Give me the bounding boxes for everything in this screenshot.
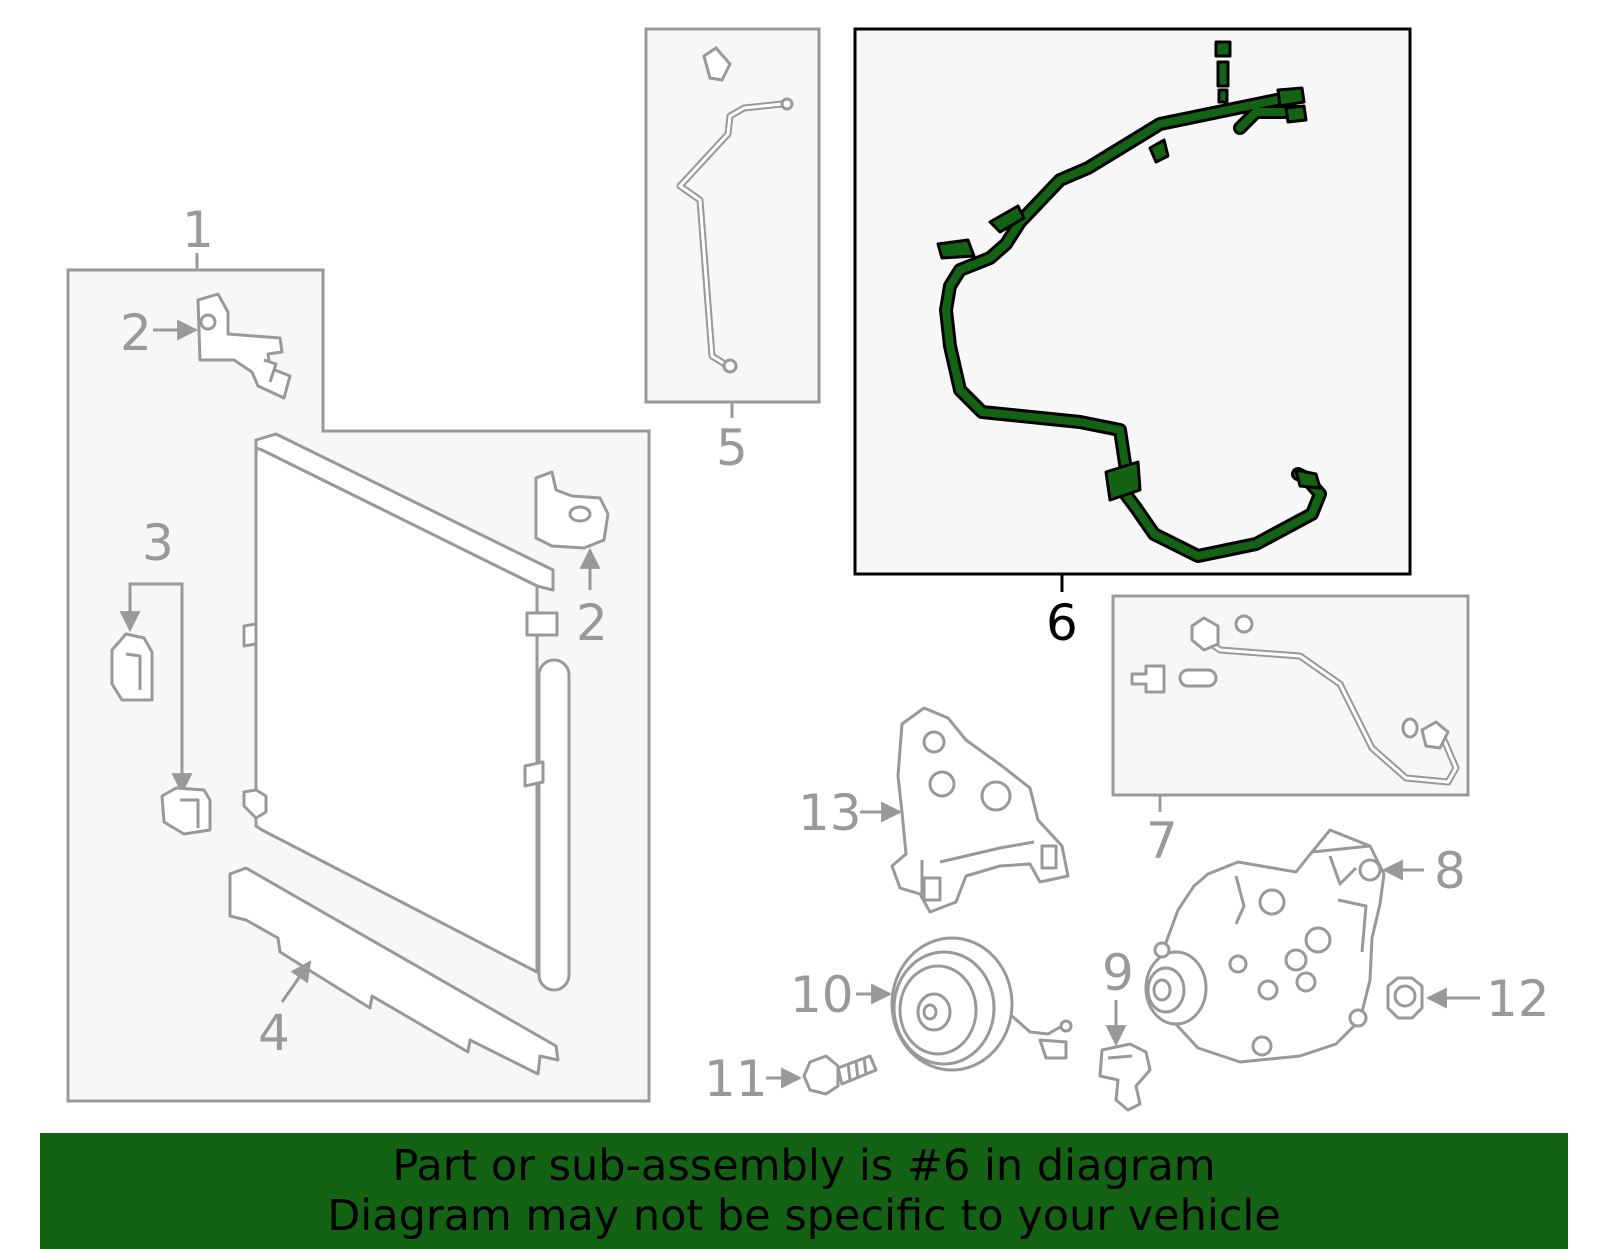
upper-bracket <box>196 292 292 400</box>
compressor-bracket-13 <box>890 706 1070 914</box>
callout-2-right: 2 <box>576 594 608 652</box>
pipe-7-box <box>1111 594 1470 797</box>
callout-7: 7 <box>1146 812 1178 870</box>
nut-12 <box>1386 976 1424 1020</box>
callout-3: 3 <box>142 514 174 572</box>
clutch-10 <box>890 936 1073 1072</box>
info-banner: Part or sub-assembly is #6 in diagram Di… <box>40 1133 1568 1249</box>
callout-8: 8 <box>1434 842 1466 900</box>
callout-6: 6 <box>1046 594 1078 652</box>
sensor-bracket-9 <box>1098 1042 1152 1112</box>
callout-9: 9 <box>1102 944 1134 1002</box>
right-bracket <box>534 470 610 550</box>
pipe-7-group: 7 <box>1111 594 1470 870</box>
receiver-part-a <box>110 632 154 702</box>
callout-13: 13 <box>798 784 862 842</box>
callout-4: 4 <box>258 1004 290 1062</box>
callout-1: 1 <box>182 201 214 259</box>
callout-11: 11 <box>704 1050 768 1108</box>
banner-line-2: Diagram may not be specific to your vehi… <box>327 1191 1281 1241</box>
condenser-core <box>242 432 571 992</box>
receiver-part-b <box>160 786 212 836</box>
callout-12: 12 <box>1486 970 1550 1028</box>
pipe-5-box <box>644 27 821 404</box>
banner-line-1: Part or sub-assembly is #6 in diagram <box>392 1141 1216 1191</box>
compressor-8 <box>1144 828 1386 1064</box>
lower-seal <box>228 866 560 1076</box>
callout-5: 5 <box>716 419 748 477</box>
hose-assembly-6-group: 6 <box>853 27 1412 652</box>
callout-10: 10 <box>790 966 854 1024</box>
hose-6-fittings <box>936 40 1322 502</box>
pipe-5-group: 5 <box>644 27 821 477</box>
callout-2-upper: 2 <box>120 304 152 362</box>
bolt-11 <box>802 1054 878 1096</box>
condenser-assembly-group: 1 2 2 3 <box>66 201 651 1103</box>
